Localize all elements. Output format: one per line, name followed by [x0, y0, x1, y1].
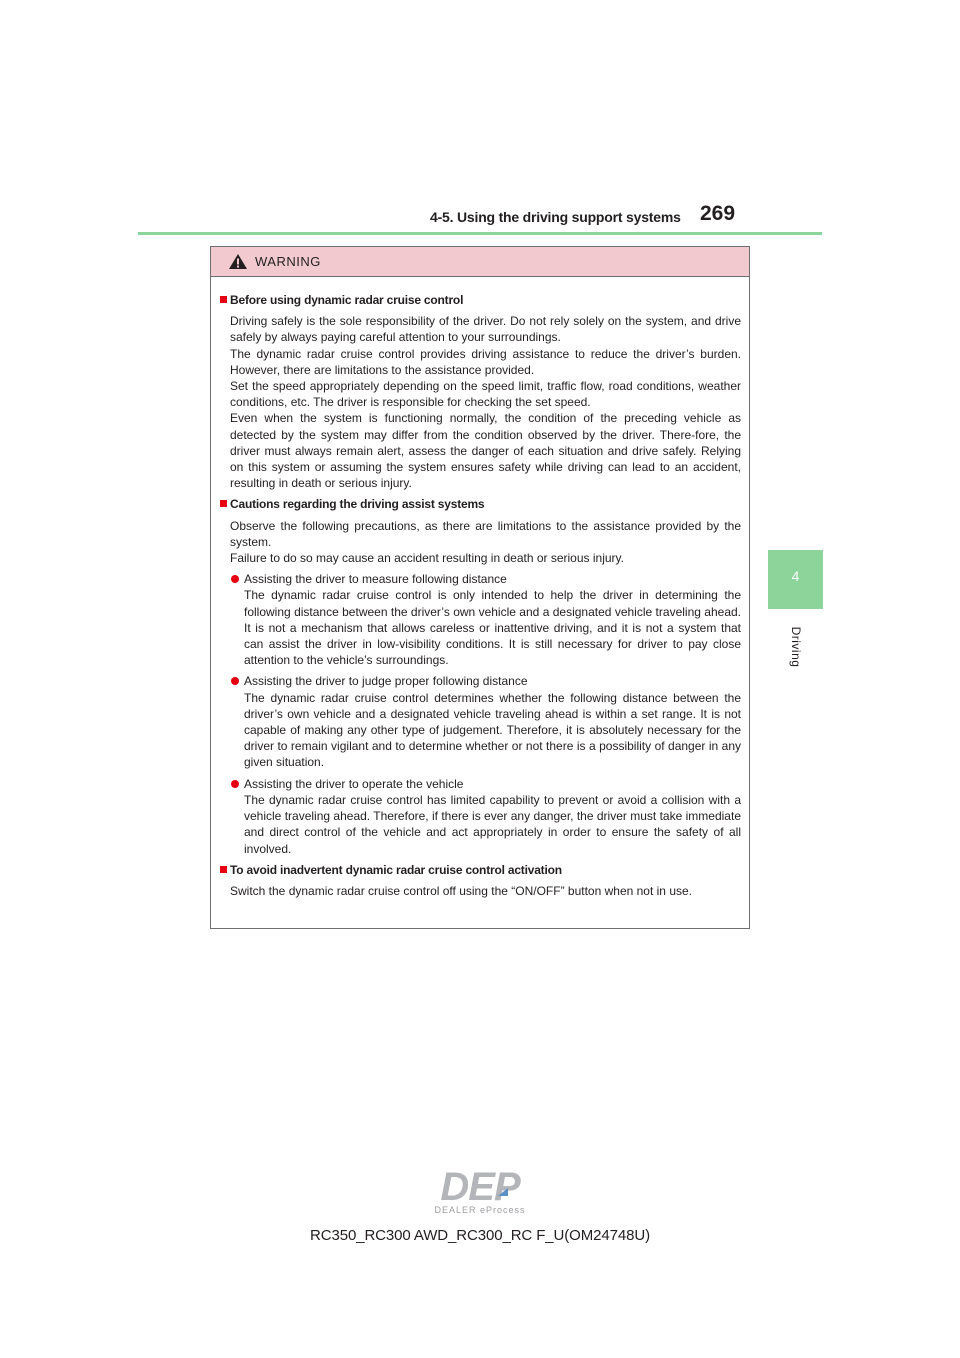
warning-box: WARNING Before using dynamic radar cruis…	[210, 246, 750, 929]
chapter-side-label: Driving	[789, 626, 803, 668]
section-text: Observe the following precautions, as th…	[220, 518, 741, 567]
bullet-item: Assisting the driver to measure followin…	[220, 571, 741, 668]
page-header-title: 4-5. Using the driving support systems	[430, 209, 681, 225]
warning-section: Before using dynamic radar cruise contro…	[220, 292, 741, 491]
section-title: To avoid inadvertent dynamic radar cruis…	[220, 862, 741, 878]
section-title: Cautions regarding the driving assist sy…	[220, 496, 741, 512]
paragraph: Driving safely is the sole responsibilit…	[230, 314, 741, 345]
warning-body: Before using dynamic radar cruise contro…	[211, 277, 749, 899]
bullet-title: Assisting the driver to operate the vehi…	[244, 776, 464, 791]
section-text: Switch the dynamic radar cruise control …	[220, 883, 741, 899]
chapter-side-tab: 4	[768, 550, 823, 609]
bullet-item: Assisting the driver to judge proper fol…	[220, 673, 741, 770]
dealer-eprocess-logo: DEP DEALER eProcess	[414, 1165, 546, 1216]
warning-label: WARNING	[255, 254, 321, 269]
bullet-title: Assisting the driver to judge proper fol…	[244, 674, 528, 689]
bullet-text: The dynamic radar cruise control has lim…	[244, 792, 741, 856]
section-title: Before using dynamic radar cruise contro…	[220, 292, 741, 308]
warning-section: Cautions regarding the driving assist sy…	[220, 496, 741, 856]
paragraph: Failure to do so may cause an accident r…	[230, 551, 624, 566]
paragraph: Switch the dynamic radar cruise control …	[230, 883, 692, 898]
paragraph: The dynamic radar cruise control provide…	[230, 346, 741, 377]
page-number: 269	[700, 202, 736, 225]
warning-triangle-icon	[228, 253, 248, 275]
document-code: RC350_RC300 AWD_RC300_RC F_U(OM24748U)	[310, 1227, 650, 1244]
warning-section: To avoid inadvertent dynamic radar cruis…	[220, 862, 741, 899]
svg-text:DEALER eProcess: DEALER eProcess	[434, 1205, 525, 1215]
warning-header: WARNING	[211, 247, 749, 277]
bullet-title: Assisting the driver to measure followin…	[244, 572, 507, 587]
chapter-number: 4	[791, 568, 800, 584]
bullet-item: Assisting the driver to operate the vehi…	[220, 776, 741, 857]
bullet-text: The dynamic radar cruise control determi…	[244, 690, 741, 770]
section-text: Driving safely is the sole responsibilit…	[220, 313, 741, 491]
paragraph: Set the speed appropriately depending on…	[230, 379, 741, 410]
header-rule	[138, 232, 822, 235]
paragraph: Observe the following precautions, as th…	[230, 518, 741, 549]
svg-text:DEP: DEP	[440, 1166, 521, 1209]
paragraph: Even when the system is functioning norm…	[230, 411, 741, 491]
bullet-text: The dynamic radar cruise control is only…	[244, 588, 741, 668]
